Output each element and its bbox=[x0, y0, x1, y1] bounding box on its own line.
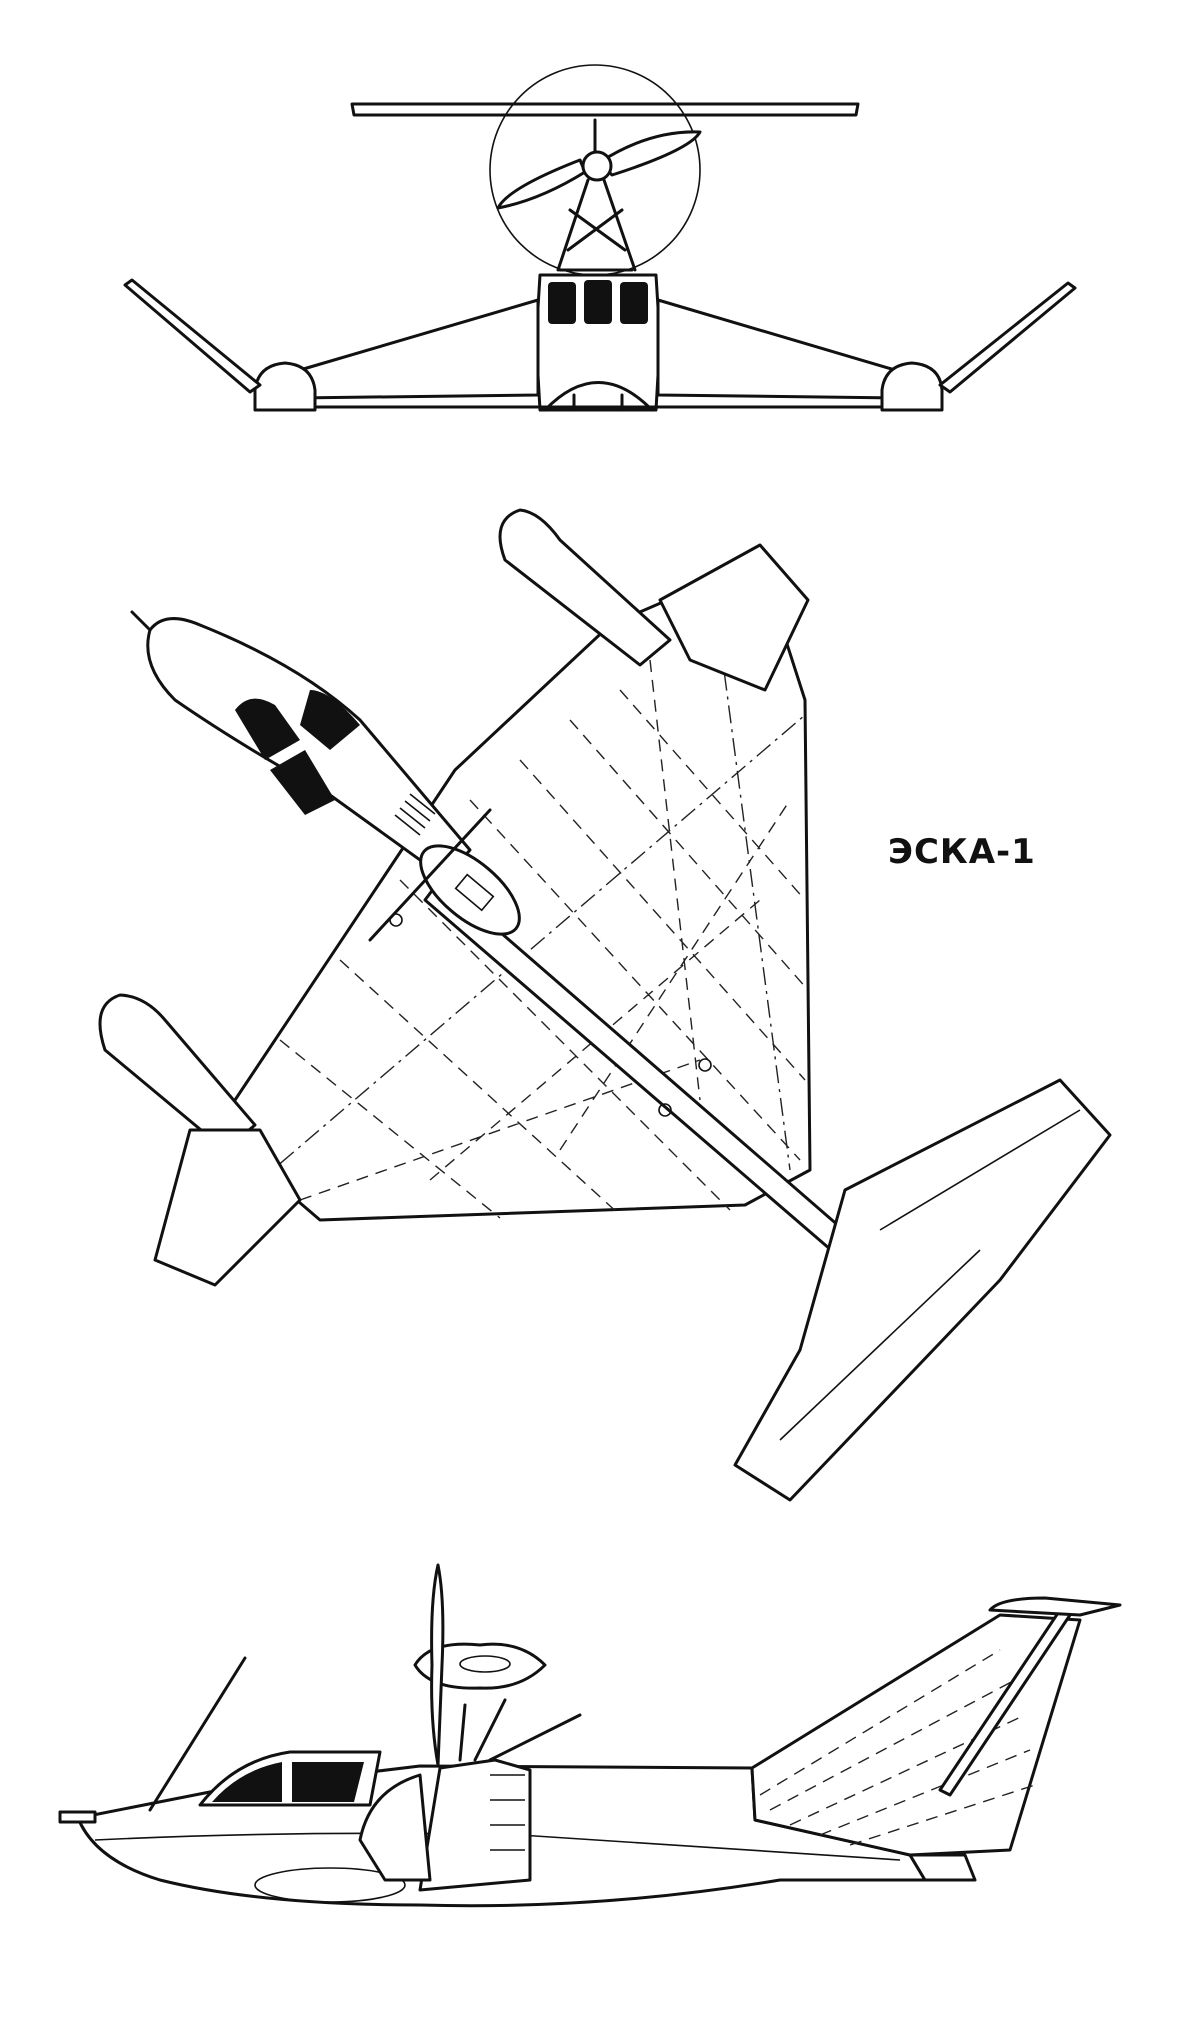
top-view bbox=[98, 508, 1112, 1502]
front-view bbox=[123, 64, 1077, 412]
top-fin-upper bbox=[658, 543, 810, 692]
top-fin-lower bbox=[153, 1128, 302, 1287]
top-float-lower bbox=[98, 993, 257, 1152]
top-engine-intake bbox=[454, 873, 495, 912]
top-rivet-3 bbox=[658, 1103, 672, 1117]
side-step bbox=[254, 1867, 406, 1903]
top-tail-hinge bbox=[779, 1109, 1081, 1441]
top-float-upper bbox=[498, 508, 672, 667]
front-windscreen-right bbox=[620, 282, 648, 324]
propeller-blade-lower bbox=[496, 158, 587, 210]
side-nose-probe bbox=[58, 1810, 97, 1824]
front-wing-right bbox=[656, 298, 902, 400]
front-float-left bbox=[253, 361, 317, 412]
side-wing-root bbox=[358, 1773, 432, 1882]
aircraft-title: ЭСКА-1 bbox=[888, 832, 1036, 872]
top-wing-centreline bbox=[254, 639, 806, 1186]
side-tail-plane bbox=[988, 1596, 1122, 1617]
front-windscreen-mid bbox=[584, 280, 612, 324]
propeller-hub bbox=[581, 150, 613, 182]
front-wing-left bbox=[294, 298, 540, 400]
top-rivet-2 bbox=[698, 1058, 712, 1072]
side-nacelle bbox=[413, 1642, 547, 1690]
top-cooling-grill bbox=[394, 793, 436, 836]
side-propeller bbox=[430, 1563, 445, 1767]
top-rivet-1 bbox=[389, 913, 403, 927]
front-wingtip-left bbox=[123, 278, 262, 394]
front-upper-plane bbox=[350, 102, 860, 117]
top-canopy-rear bbox=[300, 690, 360, 750]
front-struts bbox=[556, 118, 637, 272]
side-fin-panels bbox=[490, 1774, 525, 1851]
side-window-front bbox=[212, 1762, 282, 1802]
front-wingtip-right bbox=[938, 281, 1077, 394]
top-canopy-side bbox=[270, 750, 335, 815]
top-engine-pod bbox=[419, 844, 521, 936]
propeller-blade-upper bbox=[598, 130, 702, 177]
side-pylon bbox=[458, 1698, 582, 1762]
side-view bbox=[58, 1563, 1122, 1908]
side-nacelle-inlet bbox=[459, 1655, 511, 1673]
side-tail-ribs bbox=[759, 1649, 1036, 1846]
top-fuselage-probe bbox=[130, 610, 152, 632]
top-wing-ribs bbox=[279, 659, 809, 1219]
front-windscreen-left bbox=[548, 282, 576, 324]
side-window-rear bbox=[292, 1762, 364, 1802]
front-float-right bbox=[880, 361, 944, 412]
top-horizontal-tail bbox=[733, 1078, 1112, 1502]
top-canopy-front bbox=[235, 698, 300, 760]
side-vertical-tail bbox=[750, 1613, 1082, 1857]
side-antenna bbox=[148, 1656, 247, 1812]
top-fuselage bbox=[146, 617, 472, 880]
side-ventral-fin bbox=[908, 1853, 977, 1882]
